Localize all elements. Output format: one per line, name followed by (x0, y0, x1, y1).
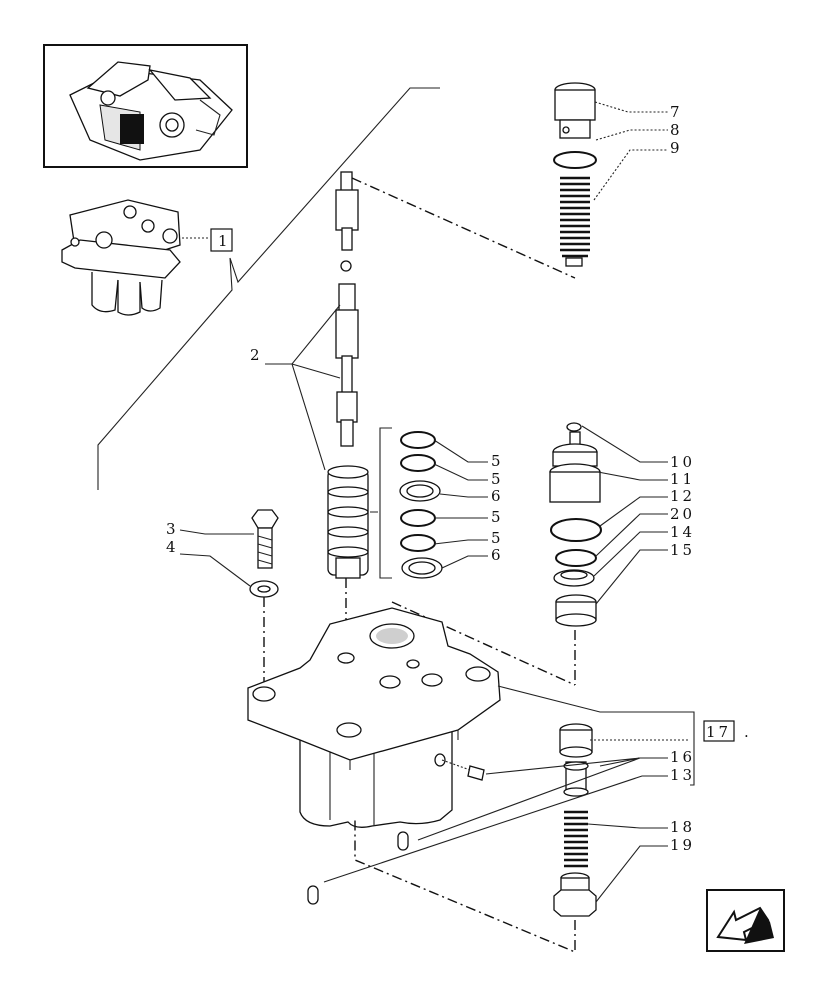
callout-16: 16 (670, 748, 695, 766)
bolt-part-3 (251, 509, 279, 569)
sleeve (327, 465, 369, 579)
callout-9: 9 (670, 139, 683, 157)
valve-body-part-17 (247, 607, 501, 828)
callout-13: 13 (670, 766, 695, 784)
callout-5a: 5 (491, 452, 504, 470)
callout-8: 8 (670, 121, 683, 139)
callout-1: 1 (218, 232, 231, 250)
callout-4: 4 (166, 538, 179, 556)
seat-part-15 (555, 594, 597, 627)
callout-12: 12 (670, 487, 695, 505)
valve-part-11 (549, 431, 601, 503)
callout-10: 10 (670, 453, 695, 471)
pin-part-13 (307, 885, 319, 905)
callout-6b: 6 (491, 546, 504, 564)
small-ring-part-10 (566, 422, 582, 432)
callout-7: 7 (670, 103, 683, 121)
plug-part-7 (554, 82, 596, 139)
callout-19: 19 (670, 836, 695, 854)
assembly-overview: 1 (61, 199, 233, 316)
section-break-line (97, 87, 440, 490)
cap-part-19 (553, 872, 597, 917)
callout-11: 11 (670, 470, 695, 488)
callout-5c: 5 (491, 508, 504, 526)
callout-20: 20 (670, 505, 695, 523)
callout-14: 14 (670, 523, 695, 541)
o-ring-part-8 (553, 151, 597, 169)
callout-1-box (210, 228, 233, 252)
callout-5b: 5 (491, 470, 504, 488)
assembly-location-thumbnail[interactable] (43, 44, 248, 168)
callout-6a: 6 (491, 487, 504, 505)
washer-part-4 (249, 580, 279, 598)
piston-part-16 (559, 723, 593, 797)
callout-2: 2 (250, 346, 263, 364)
callout-18: 18 (670, 818, 695, 836)
pin-part-16-a (467, 765, 485, 781)
callout-5d: 5 (491, 529, 504, 547)
o-ring-part-12 (550, 518, 602, 542)
callout-17-box (703, 720, 735, 742)
pin-part-16-b (397, 831, 409, 851)
previous-page-arrow-icon[interactable] (706, 889, 785, 952)
spool-part-2 (335, 171, 359, 447)
callout-15: 15 (670, 541, 695, 559)
spring-part-9 (560, 176, 590, 267)
callout-17: 17 (706, 723, 731, 741)
seal-rings (399, 431, 443, 579)
o-ring-part-20 (555, 549, 597, 567)
washer-part-14 (553, 569, 595, 587)
callout-3: 3 (166, 520, 179, 538)
spring-part-18 (564, 810, 588, 868)
callout-17-dot: . (744, 723, 752, 741)
